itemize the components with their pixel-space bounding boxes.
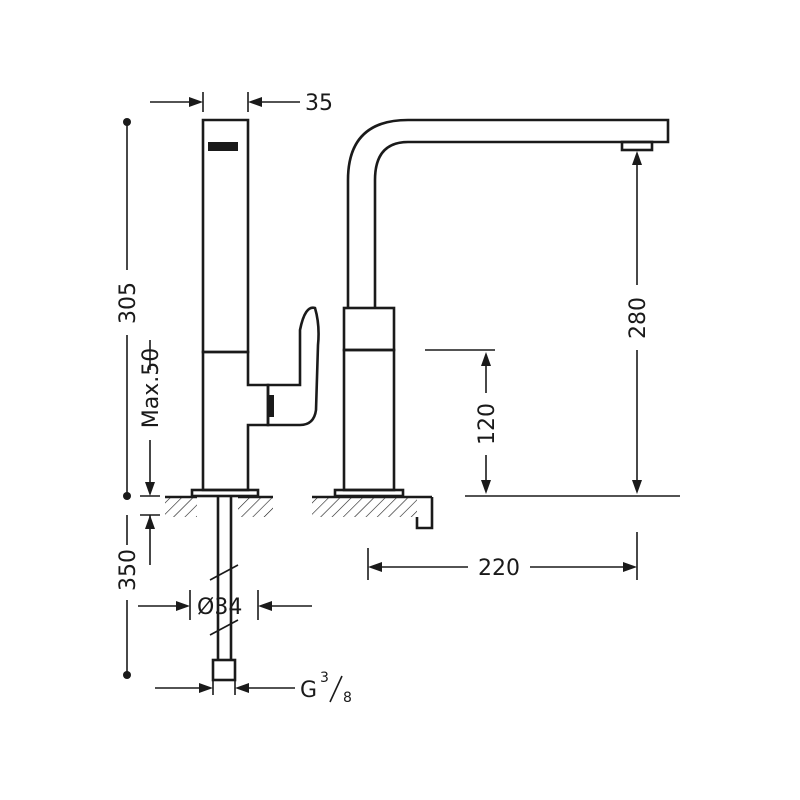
countertop-hatch-left-b [238, 497, 273, 517]
spout-height-label: 280 [626, 297, 651, 339]
handle-height-label: 120 [475, 403, 500, 445]
countertop-hatch-right [312, 497, 417, 517]
side-view [165, 118, 320, 682]
spout-reach-label: 220 [478, 556, 520, 581]
dimension-hole-diameter: Ø34 [138, 590, 312, 620]
side-view-body [201, 118, 250, 354]
dimension-spout-reach: 220 [367, 532, 638, 581]
spout-aerator [620, 140, 654, 152]
dimension-max-thickness: Max.50 [139, 340, 164, 565]
total-height-label: 305 [116, 282, 141, 324]
connection-denominator-label: 8 [343, 690, 352, 706]
spout [346, 118, 670, 308]
dimension-width-top: 35 [150, 91, 333, 116]
countertop-hatch-left-a [165, 497, 197, 517]
front-view-lower-body [342, 348, 396, 492]
max-thickness-label: Max.50 [139, 348, 164, 428]
front-view-upper-body [342, 306, 396, 352]
hose-length-label: 350 [116, 549, 141, 591]
front-view [312, 118, 670, 530]
lever-handle [266, 306, 320, 427]
lever-shadow [268, 395, 274, 417]
side-view-base [201, 350, 270, 492]
front-view-flange [333, 488, 405, 498]
hole-diameter-label: Ø34 [197, 595, 242, 620]
dimension-spout-height: 280 [465, 151, 680, 497]
connection-prefix-label: G [300, 678, 317, 703]
side-view-flange [190, 488, 260, 498]
dimension-connection-thread: G 3 8 [155, 670, 352, 706]
width-top-label: 35 [305, 91, 333, 116]
connection-numerator-label: 3 [320, 670, 329, 686]
dimension-total-height: 305 [116, 118, 141, 500]
hose-connector [211, 658, 237, 682]
dimension-hose-length: 350 [116, 515, 141, 679]
dimension-handle-height: 120 [425, 349, 500, 494]
side-view-top-cap [208, 142, 238, 151]
